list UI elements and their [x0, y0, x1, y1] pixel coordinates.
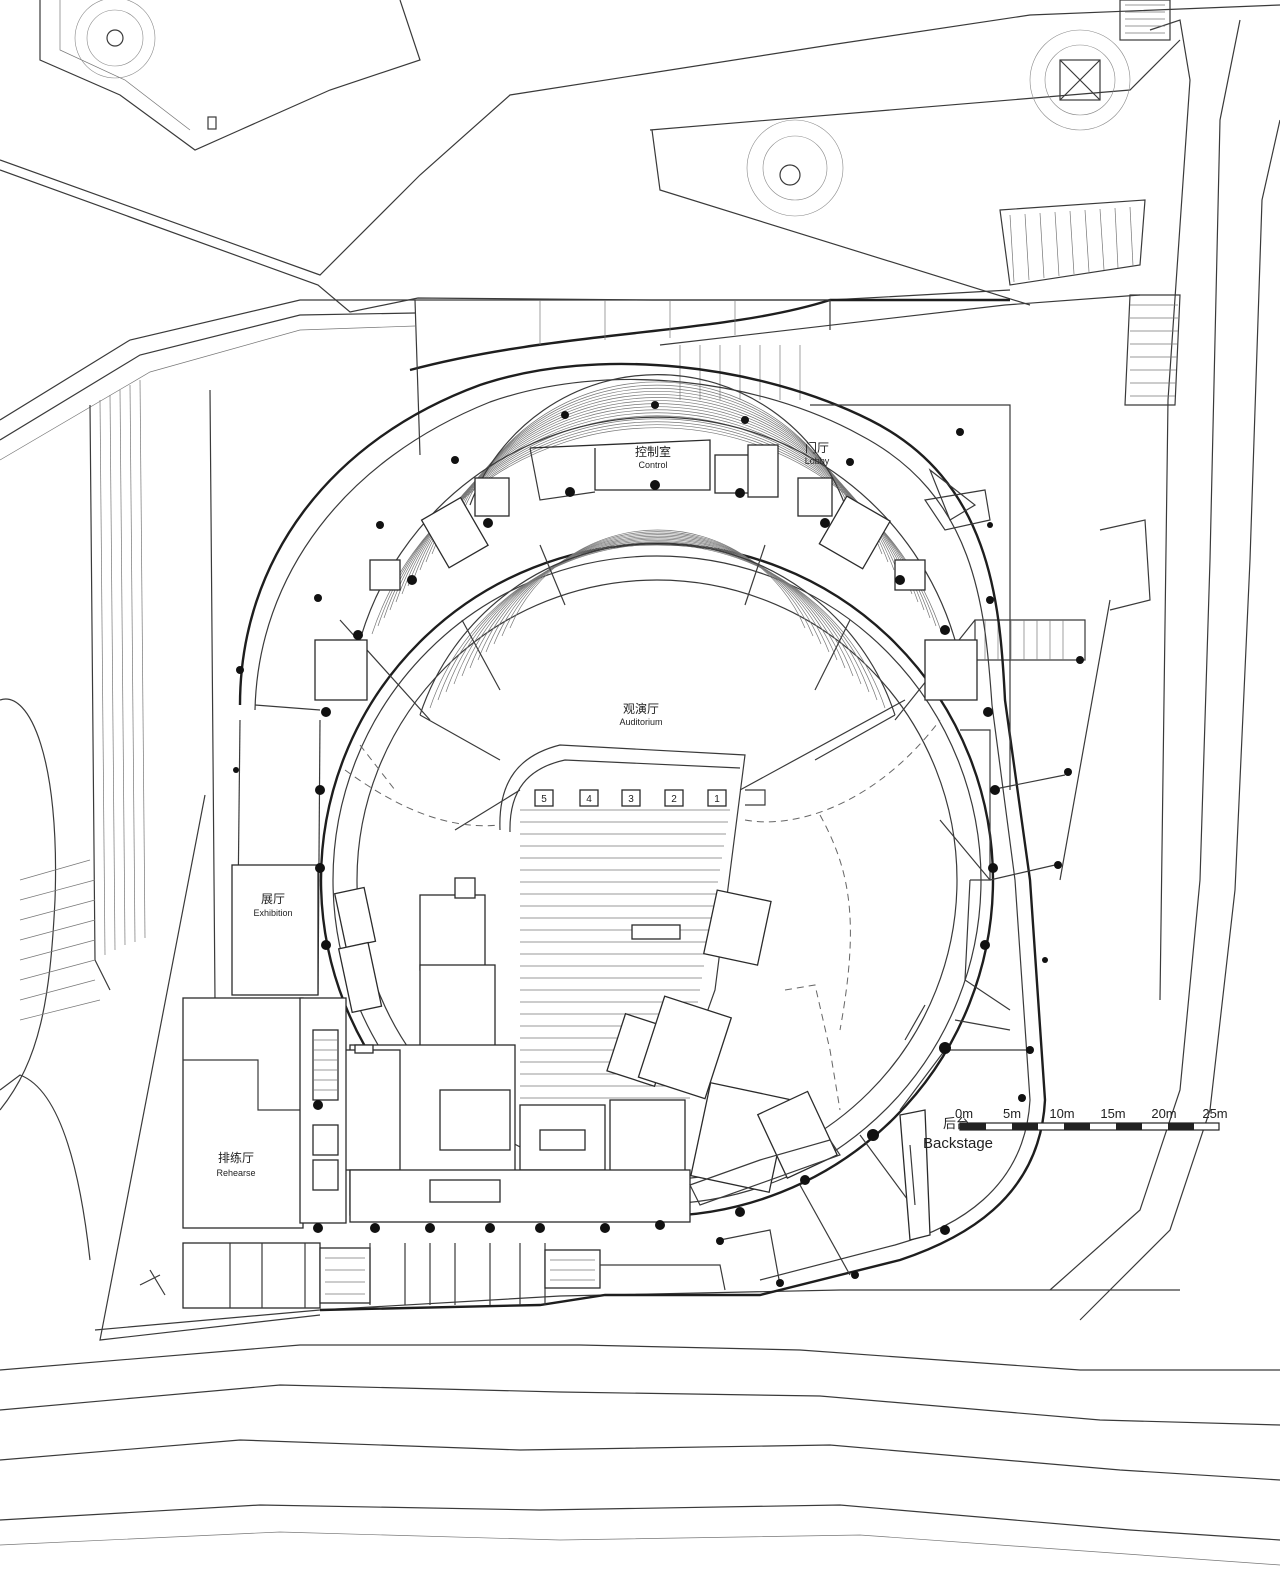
room-walls [99, 439, 1066, 1341]
scale-label-10: 10m [1049, 1106, 1074, 1121]
stage-lift-2: 2 [671, 794, 677, 805]
stage-lift-5: 5 [541, 794, 547, 805]
exhibition-label-en: Exhibition [253, 908, 292, 918]
exhibition-label-zh: 展厅 [261, 892, 285, 906]
landscape-top-right [649, 0, 1181, 306]
rehearse-room [182, 997, 304, 1229]
scale-label-5: 5m [1003, 1106, 1021, 1121]
control-room-label-zh: 控制室 [635, 444, 671, 459]
site-contours [0, 4, 1280, 1566]
stage-area: 5 4 3 2 1 [499, 744, 766, 1099]
landscape-top-left [39, 0, 421, 151]
rehearse-label-zh: 排练厅 [218, 1150, 254, 1165]
scale-label-25: 25m [1202, 1106, 1227, 1121]
auditorium-label-zh: 观演厅 [623, 701, 659, 716]
scale-bar: 0m 5m 10m 15m 20m 25m [955, 1106, 1228, 1131]
lobby-label-en: Lobby [805, 456, 830, 466]
scale-label-15: 15m [1100, 1106, 1125, 1121]
backstage-label-en: Backstage [923, 1135, 993, 1152]
auditorium-label-en: Auditorium [619, 717, 662, 727]
lobby-label-zh: 门厅 [805, 440, 829, 455]
stage-lift-3: 3 [628, 794, 634, 805]
scale-label-20: 20m [1151, 1106, 1176, 1121]
structural-columns [233, 401, 1084, 1287]
rehearse-label-en: Rehearse [216, 1168, 255, 1178]
exhibition-room [231, 864, 319, 996]
room-labels: 控制室 Control 门厅 Lobby 观演厅 Auditorium 展厅 E… [216, 440, 993, 1178]
scenery-blocks [333, 877, 841, 1223]
stage-lift-4: 4 [586, 794, 592, 805]
control-room-label-en: Control [638, 460, 667, 470]
northeast-stairs [974, 199, 1181, 881]
stage-lift-1: 1 [714, 794, 720, 805]
scale-label-0: 0m [955, 1106, 973, 1121]
